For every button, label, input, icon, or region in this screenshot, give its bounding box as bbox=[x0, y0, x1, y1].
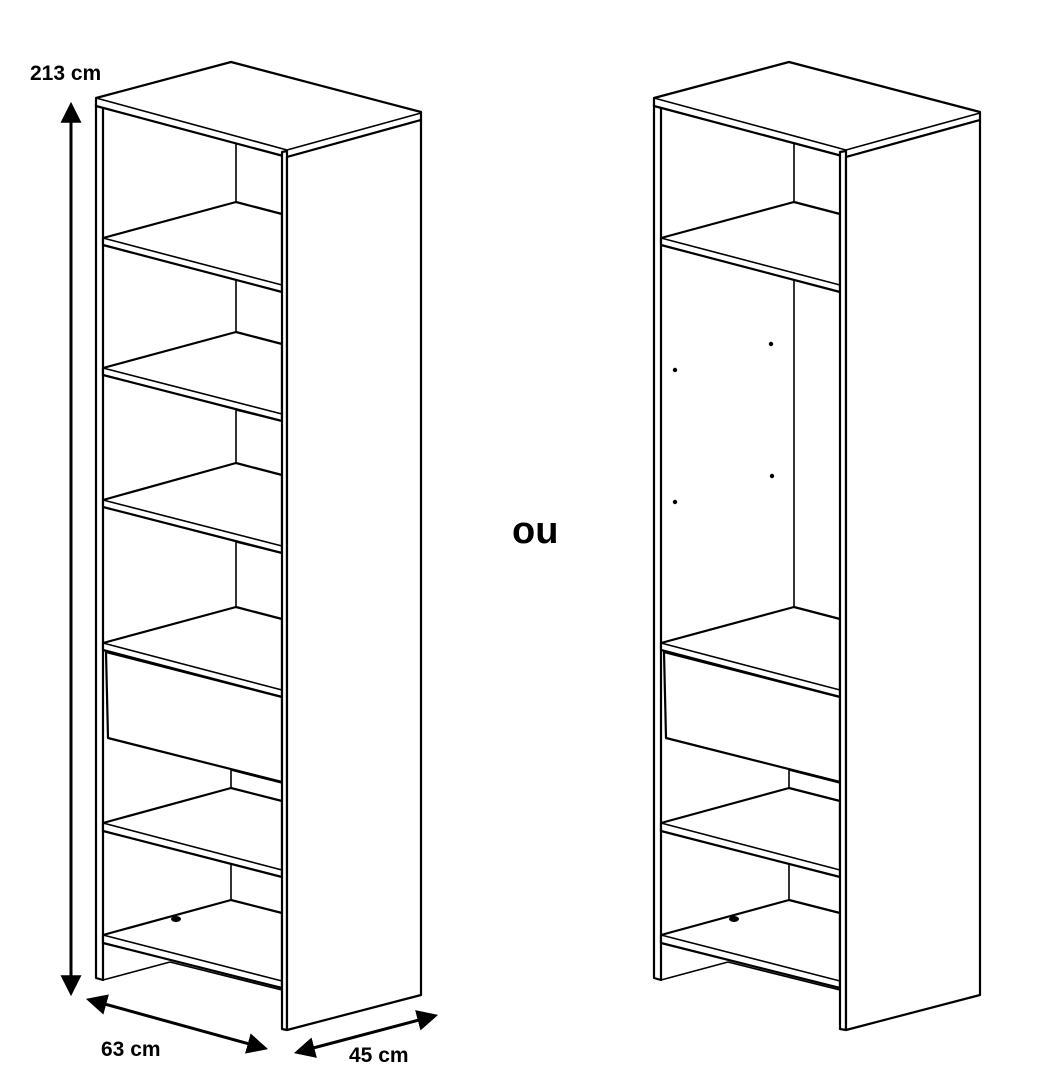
rail-hole-icon bbox=[672, 367, 678, 373]
cabinet-shelves-version bbox=[94, 60, 423, 1032]
depth-label: 45 cm bbox=[349, 1044, 409, 1067]
depth-arrow bbox=[293, 1010, 439, 1058]
shelves bbox=[101, 200, 284, 990]
left-side-panel bbox=[94, 102, 105, 982]
separator-label: ou bbox=[512, 510, 558, 552]
width-label: 63 cm bbox=[101, 1038, 161, 1061]
cabinet-hanging-version bbox=[652, 60, 982, 1032]
rail-hole-icon bbox=[672, 499, 678, 505]
left-side-panel bbox=[652, 102, 663, 982]
right-side-outer bbox=[285, 118, 423, 1032]
width-arrow bbox=[85, 994, 269, 1054]
right-side-outer bbox=[844, 118, 982, 1032]
height-label: 213 cm bbox=[30, 62, 101, 85]
dimension-arrows bbox=[60, 101, 439, 1058]
rail-hole-icon bbox=[768, 341, 774, 347]
rail-hole-icon bbox=[769, 473, 775, 479]
shelves bbox=[659, 200, 842, 990]
